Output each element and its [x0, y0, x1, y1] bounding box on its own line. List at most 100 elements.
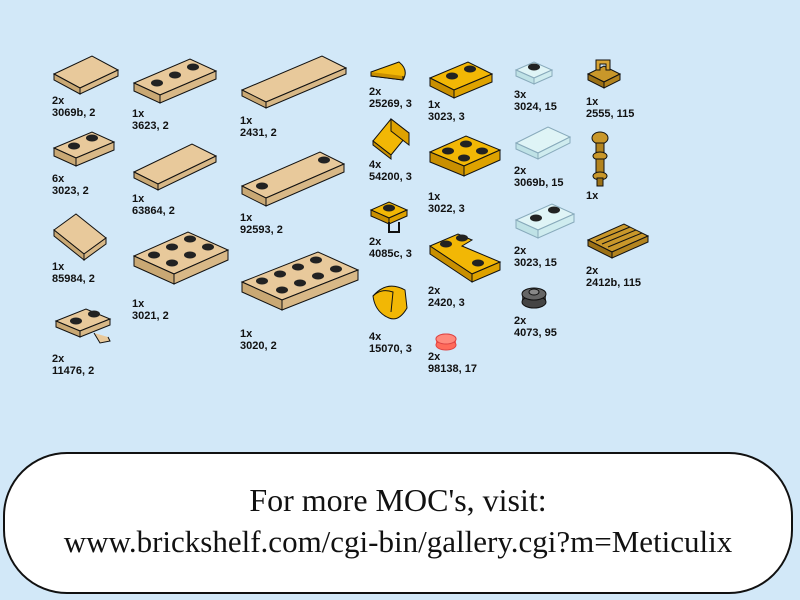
part-tile-1x4-tan: 1x 63864, 2 [132, 140, 242, 235]
part-quarter-tile-yellow: 2x 25269, 3 [369, 58, 479, 153]
part-qty: 1x [240, 212, 253, 224]
part-code: 4073, 95 [514, 327, 557, 339]
part-qty: 2x [369, 86, 382, 98]
part-round-plate-dark-gray: 2x 4073, 95 [514, 280, 624, 375]
part-qty: 3x [514, 89, 527, 101]
grille-tile-icon [586, 223, 650, 259]
part-qty: 1x [586, 96, 599, 108]
part-code: 2555, 115 [586, 108, 635, 120]
part-code: 3024, 15 [514, 101, 557, 113]
part-tile-1x6-tan: 1x 2431, 2 [240, 54, 350, 149]
part-code: 3023, 3 [428, 111, 465, 123]
part-curved-slope-yellow: 4x 15070, 3 [369, 278, 479, 373]
part-code: 98138, 17 [428, 363, 477, 375]
part-qty: 1x [428, 191, 441, 203]
curved-slope-icon [372, 285, 408, 320]
part-slope-yellow: 4x 54200, 3 [369, 115, 479, 210]
part-plate-clip-pearl-gold: 1x 2555, 115 [586, 56, 696, 151]
tile-1x2-icon [52, 55, 120, 95]
part-plate-2x2-corner-yellow: 2x 2420, 3 [428, 230, 538, 325]
part-code: 3023, 15 [514, 257, 557, 269]
tile-1x2-icon [514, 126, 572, 160]
part-plate-1x2-yellow: 1x 3023, 3 [428, 58, 538, 153]
plate-1x2-icon [52, 131, 116, 167]
part-qty: 2x [428, 351, 441, 363]
round-tile-icon [435, 333, 457, 351]
footer-banner: For more MOC's, visit: www.brickshelf.co… [3, 452, 793, 594]
part-qty: 2x [52, 95, 65, 107]
part-code: 11476, 2 [52, 365, 95, 377]
part-qty: 2x [514, 165, 527, 177]
part-plate-1x3-tan: 1x 3623, 2 [132, 55, 242, 150]
tile-1x6-icon [240, 55, 348, 109]
plate-2x3-icon [132, 231, 230, 285]
part-minifig-utensil-pearl-gold: 1x [586, 130, 696, 225]
part-plate-2x4-tan: 1x 3020, 2 [240, 250, 360, 352]
plate-with-studs-icon [240, 151, 346, 207]
part-plate-1x2-trans-clear: 2x 3023, 15 [514, 200, 624, 295]
part-qty: 1x [428, 99, 441, 111]
part-plate-1x1-trans-clear: 3x 3024, 15 [514, 56, 624, 151]
plate-with-clip-icon [369, 201, 409, 233]
part-tile-1x2-tan: 2x 3069b, 2 [52, 52, 162, 147]
slope-icon [372, 117, 410, 161]
part-plate-2x3-tan: 1x 3021, 2 [132, 228, 242, 323]
part-round-tile-trans-red: 2x 98138, 17 [428, 325, 538, 420]
plate-1x1-icon [514, 61, 554, 85]
part-code: 4085c, 3 [369, 248, 412, 260]
part-qty: 1x [52, 261, 65, 273]
banner-url[interactable]: www.brickshelf.com/cgi-bin/gallery.cgi?m… [63, 524, 733, 559]
part-qty: 1x [586, 190, 599, 202]
part-code: 3020, 2 [240, 340, 277, 352]
part-qty: 4x [369, 331, 382, 343]
part-qty: 2x [369, 236, 382, 248]
part-tile-1x2-trans-clear: 2x 3069b, 15 [514, 123, 624, 218]
part-plate-clip-tan: 2x 11476, 2 [52, 303, 162, 398]
part-qty: 2x [586, 265, 599, 277]
part-qty: 1x [132, 193, 145, 205]
plate-2x2-icon [428, 135, 502, 177]
banner-heading: For more MOC's, visit: [249, 482, 547, 518]
part-plate-2x2-yellow: 1x 3022, 3 [428, 130, 538, 225]
goblet-icon [591, 131, 609, 187]
plate-1x3-icon [132, 58, 218, 104]
part-qty: 2x [514, 245, 527, 257]
part-plate-clip-yellow: 2x 4085c, 3 [369, 196, 479, 291]
part-code: 3623, 2 [132, 120, 169, 132]
plate-1x2-icon [428, 61, 494, 99]
part-qty: 2x [428, 285, 441, 297]
part-code: 3069b, 15 [514, 177, 564, 189]
slope-icon [53, 213, 107, 262]
part-plate-1x2-tan: 6x 3023, 2 [52, 128, 162, 223]
part-qty: 1x [132, 108, 145, 120]
part-qty: 6x [52, 173, 65, 185]
part-qty: 4x [369, 159, 382, 171]
part-code: 54200, 3 [369, 171, 412, 183]
part-code: 25269, 3 [369, 98, 412, 110]
plate-with-clip-icon [54, 308, 112, 344]
round-plate-icon [521, 287, 547, 309]
quarter-round-tile-icon [370, 61, 406, 81]
part-code: 3021, 2 [132, 310, 169, 322]
plate-2x4-icon [240, 251, 360, 311]
part-slope-tan: 1x 85984, 2 [52, 212, 162, 307]
part-qty: 1x [132, 298, 145, 310]
plate-with-clip-icon [586, 59, 622, 89]
tile-1x4-icon [132, 143, 218, 191]
part-qty: 2x [52, 353, 65, 365]
part-code: 63864, 2 [132, 205, 175, 217]
plate-corner-icon [428, 233, 502, 283]
part-qty: 1x [240, 115, 253, 127]
part-code: 3023, 2 [52, 185, 89, 197]
part-grille-tile-pearl-gold: 2x 2412b, 115 [586, 218, 696, 313]
part-code: 85984, 2 [52, 273, 95, 285]
part-code: 3069b, 2 [52, 107, 96, 119]
part-code: 2431, 2 [240, 127, 277, 139]
plate-1x2-icon [514, 203, 576, 239]
part-code: 2420, 3 [428, 297, 465, 309]
part-code: 2412b, 115 [586, 277, 642, 289]
part-code: 92593, 2 [240, 224, 283, 236]
part-code: 15070, 3 [369, 343, 412, 355]
part-code: 3022, 3 [428, 203, 465, 215]
